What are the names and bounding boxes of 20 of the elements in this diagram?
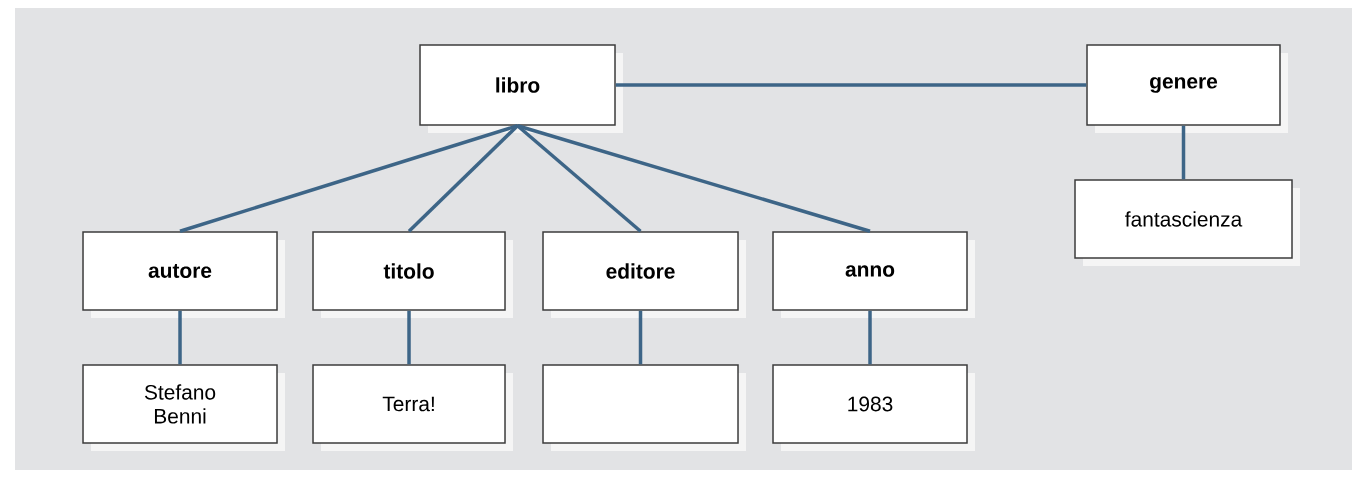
- box: editore: [542, 231, 746, 318]
- connector-line: [178, 310, 182, 365]
- box: Stefano Benni: [82, 364, 285, 451]
- connector-line: [517, 124, 871, 233]
- connector-line: [868, 310, 872, 365]
- box: anno: [772, 231, 975, 318]
- box: autore: [82, 231, 285, 318]
- connector-line: [179, 124, 519, 233]
- box: libro: [419, 44, 623, 133]
- connector-line: [407, 124, 519, 233]
- connector-line: [407, 310, 411, 365]
- connector-line: [615, 83, 1087, 87]
- box: fantascienza: [1074, 179, 1300, 266]
- box: Terra!: [312, 364, 513, 451]
- connector-line: [1181, 125, 1186, 180]
- box: titolo: [312, 231, 513, 318]
- box: genere: [1086, 44, 1288, 133]
- empty-box: [542, 364, 746, 451]
- connector-line: [638, 310, 643, 365]
- box: 1983: [772, 364, 975, 451]
